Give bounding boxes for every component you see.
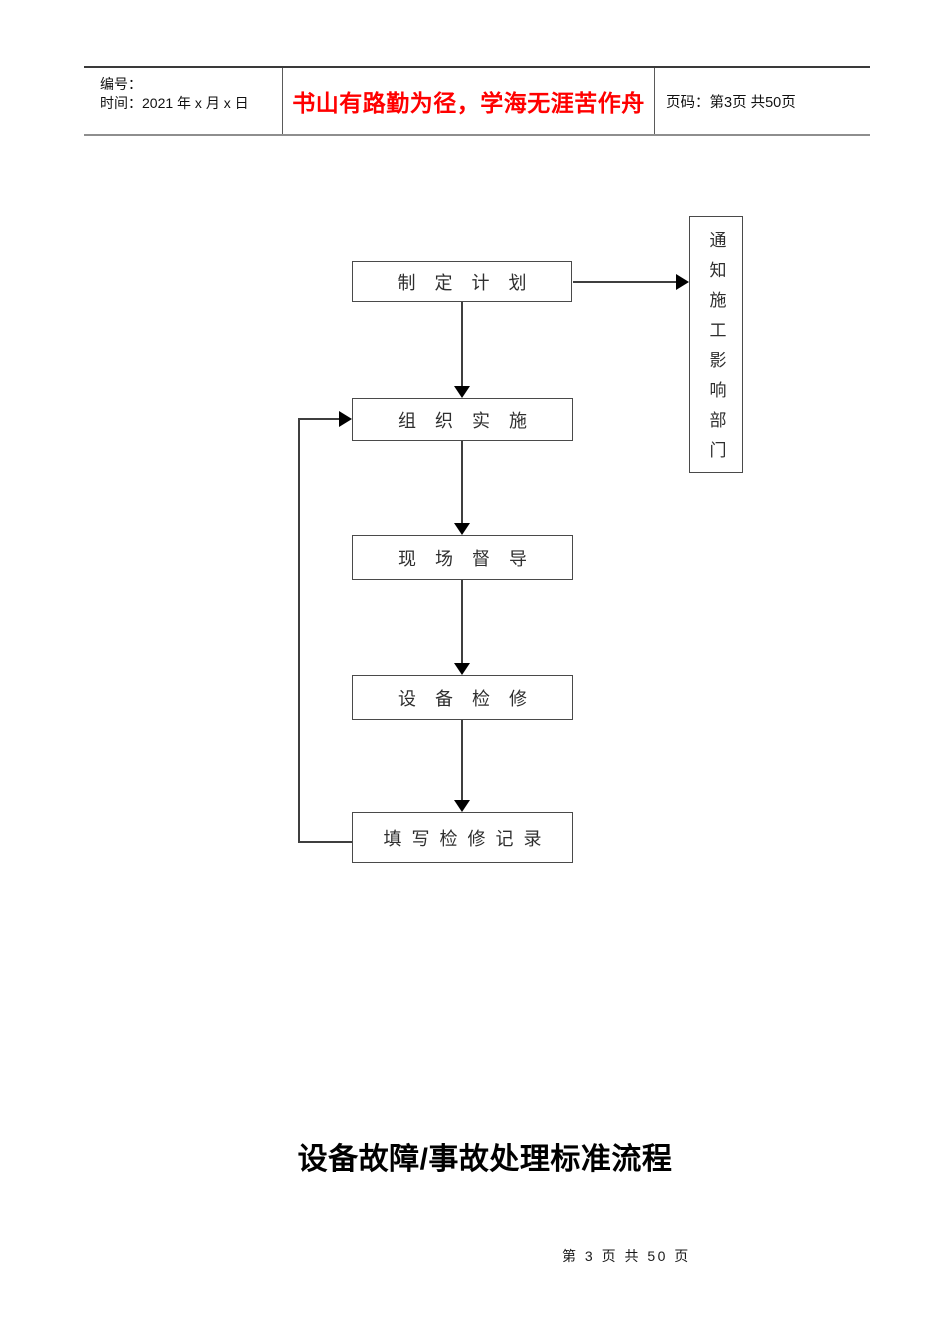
connector-plan-to-implement (461, 302, 463, 386)
document-date-label: 时间：2021 年 x 月 x 日 (100, 95, 249, 111)
arrowhead-down-record-icon (454, 800, 470, 812)
footer-page-number: 第 3 页 共 50 页 (562, 1248, 691, 1264)
document-section-title: 设备故障/事故处理标准流程 (297, 1143, 673, 1176)
header-cell-page-number: 页码：第3页 共50页 (655, 68, 870, 134)
arrowhead-down-maintain-icon (454, 663, 470, 675)
flow-node-maintain: 设备检修 (352, 675, 573, 720)
flow-node-plan: 制定计划 (352, 261, 572, 302)
arrowhead-right-implement-icon (339, 411, 352, 427)
flow-node-record: 填写检修记录 (352, 812, 573, 863)
flow-node-implement: 组织实施 (352, 398, 573, 441)
connector-plan-to-notify (573, 281, 676, 283)
connector-supervise-to-maintain (461, 580, 463, 663)
feedback-segment-bottom (298, 841, 352, 843)
document-number-label: 编号： (100, 76, 142, 92)
motto-text: 书山有路勤为径，学海无涯苦作舟 (292, 90, 645, 116)
arrowhead-right-notify-icon (676, 274, 689, 290)
arrowhead-down-implement-icon (454, 386, 470, 398)
arrowhead-down-supervise-icon (454, 523, 470, 535)
connector-implement-to-supervise (461, 441, 463, 523)
feedback-segment-top (298, 418, 339, 420)
flow-node-notify-departments: 通知施工影响部门 (689, 216, 743, 473)
flow-node-supervise: 现场督导 (352, 535, 573, 580)
feedback-segment-vertical (298, 419, 300, 843)
header-cell-motto: 书山有路勤为径，学海无涯苦作舟 (282, 68, 655, 134)
header-cell-meta: 编号： 时间：2021 年 x 月 x 日 (84, 68, 282, 134)
connector-maintain-to-record (461, 720, 463, 800)
page-number-label: 页码：第3页 共50页 (666, 94, 796, 111)
header-table: 编号： 时间：2021 年 x 月 x 日 书山有路勤为径，学海无涯苦作舟 页码… (84, 66, 870, 136)
